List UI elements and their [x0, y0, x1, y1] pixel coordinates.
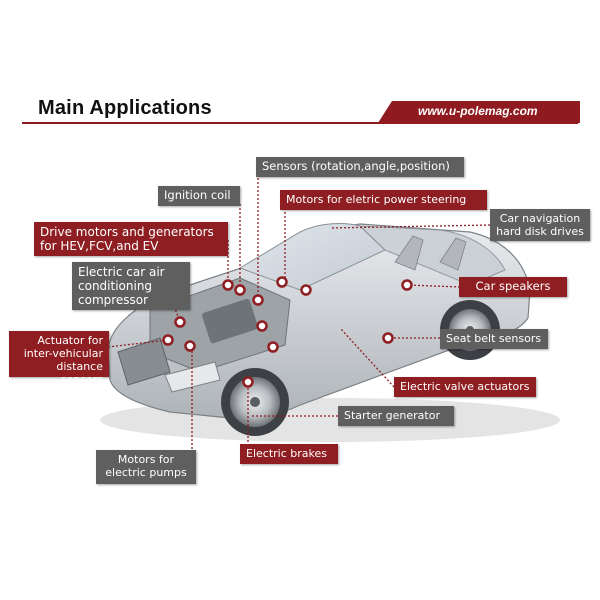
front-grille — [117, 337, 171, 386]
label-ignition-coil: Ignition coil — [158, 186, 240, 206]
hotspot-actuator — [162, 334, 174, 346]
cabin — [358, 225, 506, 286]
hotspot-actuator-2 — [184, 340, 196, 352]
label-electric-brakes: Electric brakes — [240, 444, 338, 464]
website-url: www.u-polemag.com — [418, 104, 538, 118]
page-title: Main Applications — [38, 97, 212, 119]
url-banner — [378, 101, 580, 123]
label-car-navigation: Car navigation hard disk drives — [490, 209, 590, 241]
label-car-speakers: Car speakers — [459, 277, 567, 297]
hotspot-starter — [267, 341, 279, 353]
hotspot-speakers — [401, 279, 413, 291]
label-actuator: Actuator for inter-vehicular distance se… — [9, 331, 109, 386]
label-electric-pumps: Motors for electric pumps — [96, 450, 196, 484]
front-seat — [394, 235, 424, 271]
engine-block — [202, 298, 258, 344]
hotspot-sensors — [252, 294, 264, 306]
hotspot-navigation — [300, 284, 312, 296]
hotspot-valve — [256, 320, 268, 332]
label-power-steering: Motors for eletric power steering — [280, 190, 487, 210]
hotspots — [162, 276, 413, 388]
label-valve-actuators: Electric valve actuators — [394, 377, 536, 397]
hotspot-power-steering — [276, 276, 288, 288]
hotspot-brakes — [242, 376, 254, 388]
label-drive-motors: Drive motors and generators for HEV,FCV,… — [34, 222, 228, 256]
label-ac-compressor: Electric car air conditioning compressor — [72, 262, 190, 310]
hotspot-drive-motors — [222, 279, 234, 291]
hotspot-compressor — [174, 316, 186, 328]
hotspot-ignition — [234, 284, 246, 296]
label-seat-belt-sensors: Seat belt sensors — [440, 329, 548, 349]
label-starter-generator: Starter generator — [338, 406, 454, 426]
hotspot-seat-belt — [382, 332, 394, 344]
label-sensors: Sensors (rotation,angle,position) — [256, 157, 464, 177]
rear-seat — [439, 237, 467, 271]
header-divider — [22, 122, 578, 124]
